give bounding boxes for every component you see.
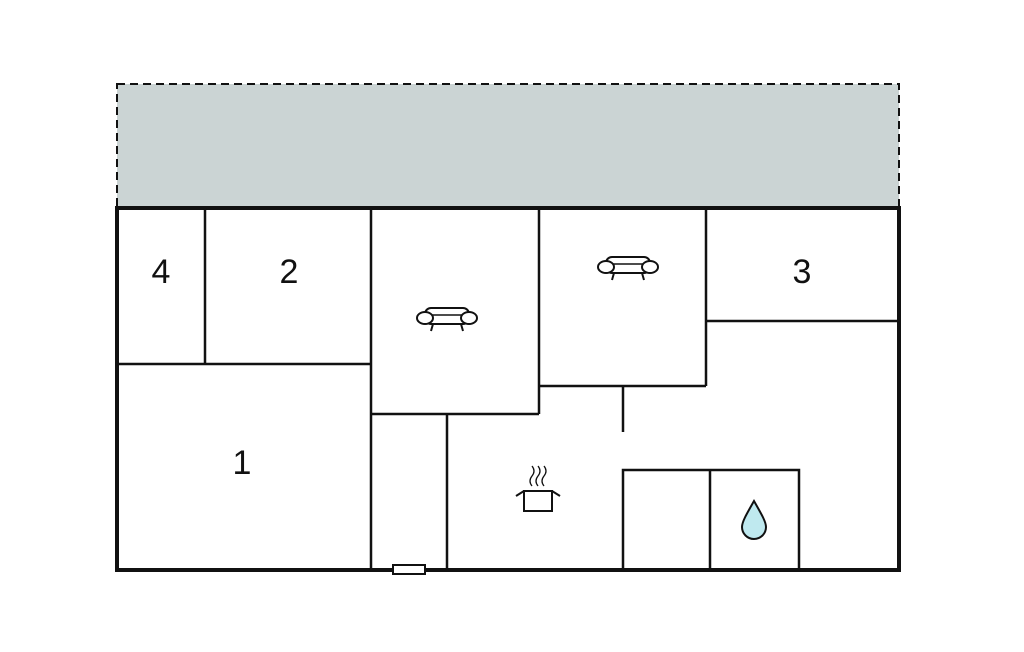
room-label-1: 1 (233, 444, 252, 482)
sofa-icon (416, 307, 478, 332)
entrance-door (392, 564, 426, 575)
room-label-3: 3 (793, 253, 812, 291)
outer-wall (115, 206, 901, 572)
water-drop-icon (740, 498, 768, 540)
cooking-pot-icon (515, 465, 561, 512)
terrace (116, 83, 900, 209)
room-label-2: 2 (280, 253, 299, 291)
interior-walls (117, 208, 899, 572)
sofa-icon (597, 256, 659, 281)
room-label-4: 4 (152, 253, 171, 291)
